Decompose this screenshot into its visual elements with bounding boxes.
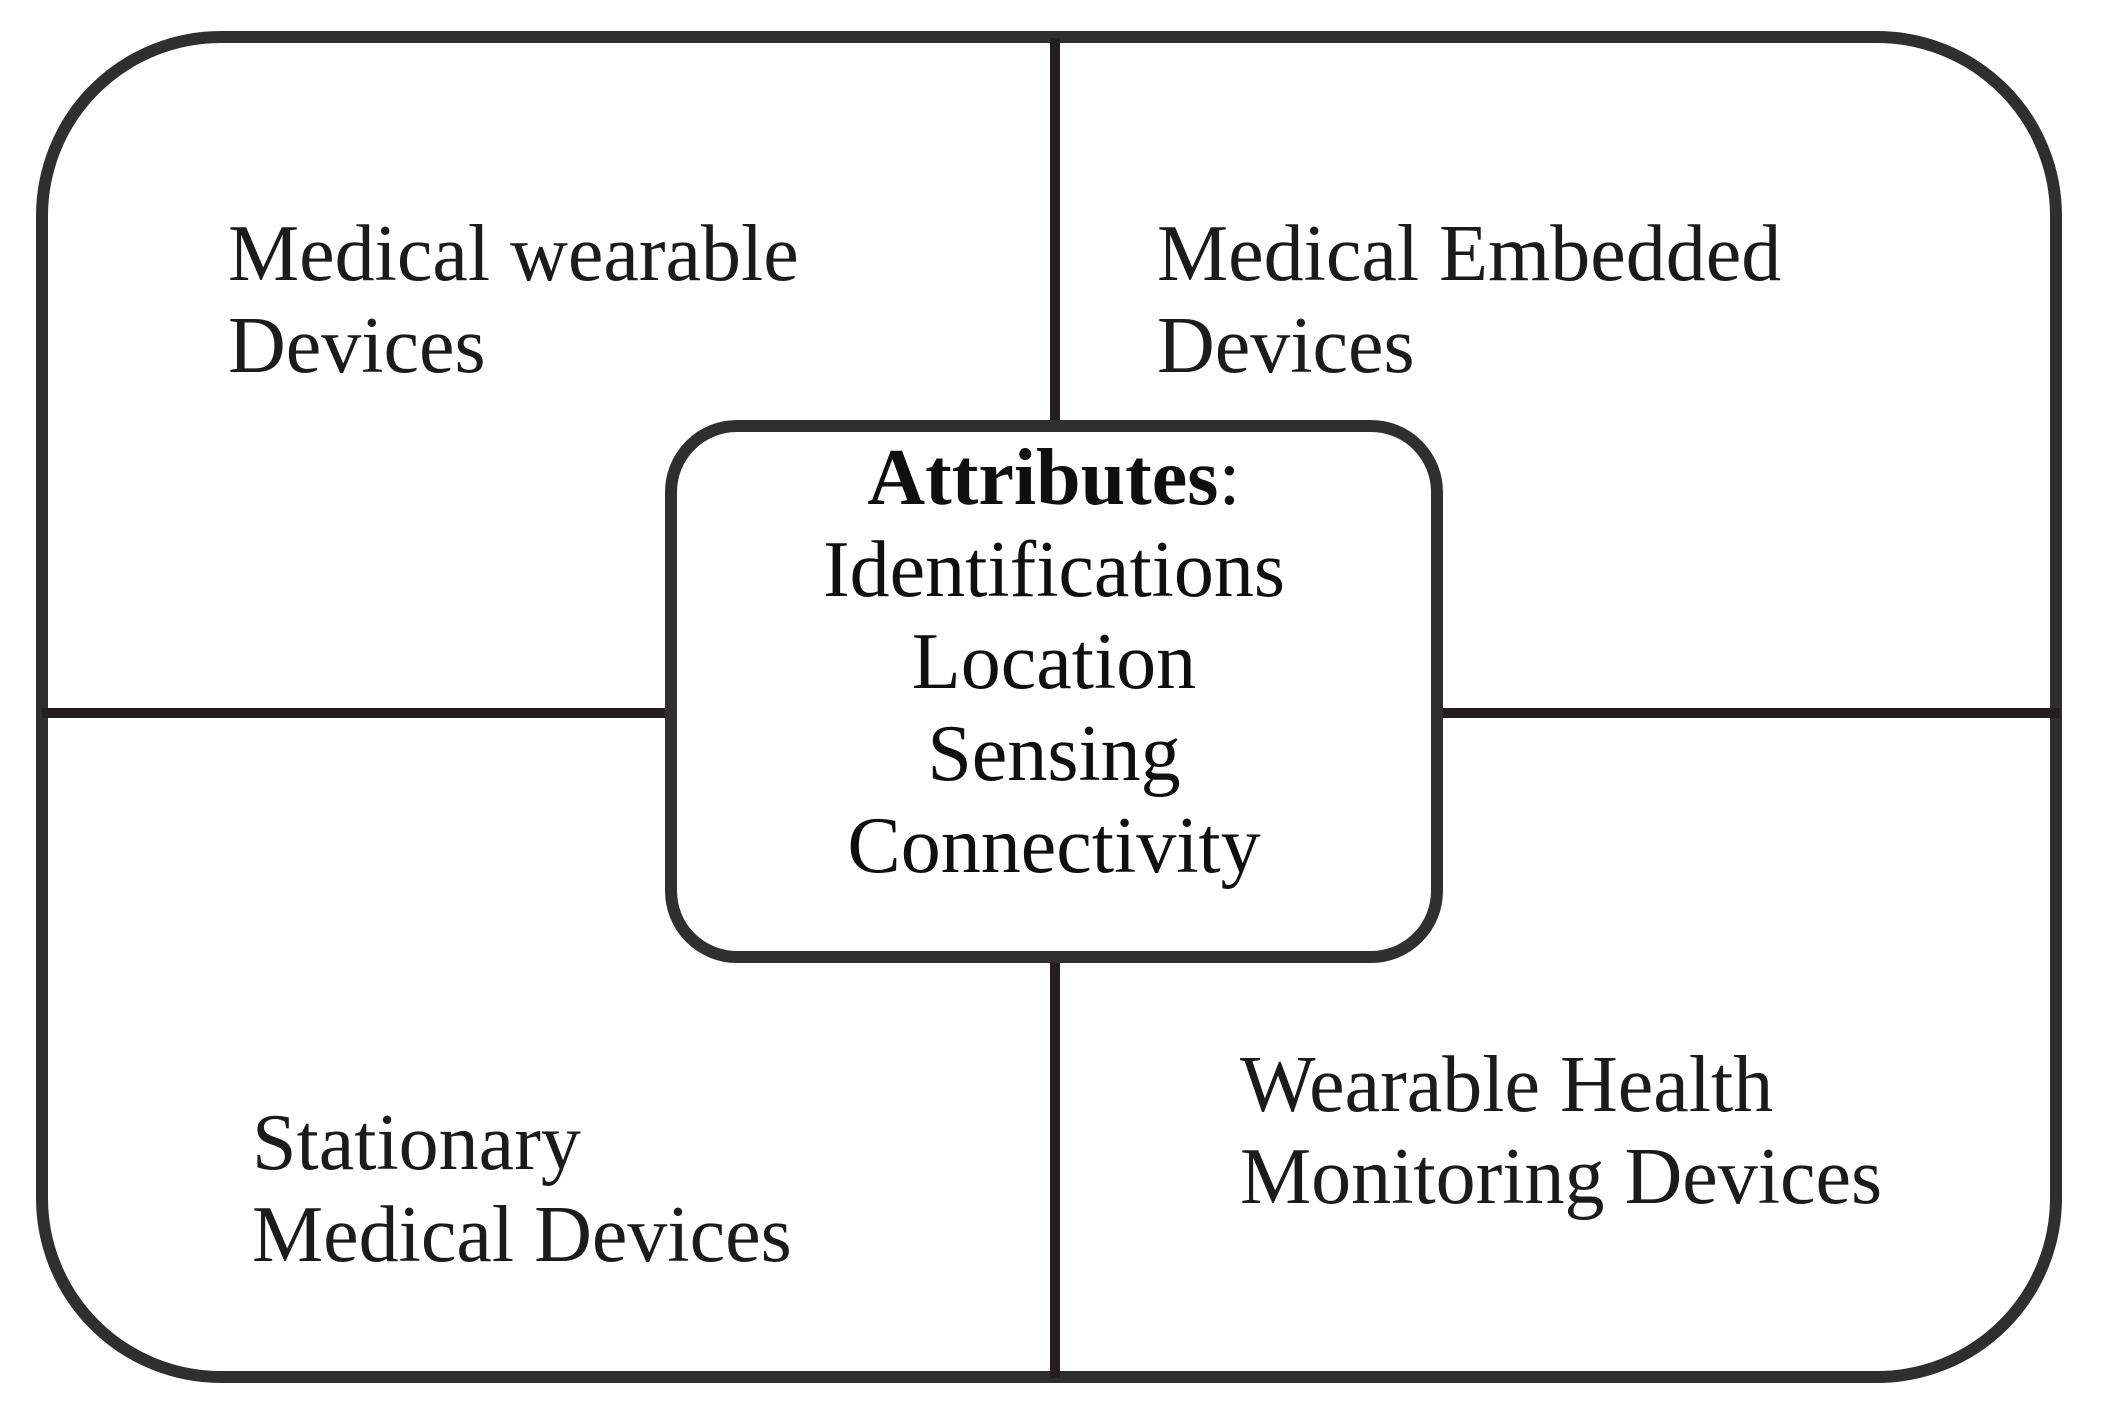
- attributes-colon: :: [1218, 434, 1241, 522]
- attribute-item-sensing: Sensing: [927, 710, 1181, 798]
- label-line: Wearable Health: [1240, 1041, 1774, 1129]
- quadrant-label-wearable-health-monitoring-devices: Wearable Health Monitoring Devices: [1240, 1039, 1882, 1223]
- attribute-item-location: Location: [911, 618, 1197, 706]
- label-line: Medical Embedded: [1157, 210, 1782, 298]
- attributes-title: Attributes: [867, 434, 1219, 522]
- label-line: Stationary: [252, 1099, 581, 1187]
- quadrant-label-stationary-medical-devices: Stationary Medical Devices: [252, 1097, 792, 1281]
- label-line: Medical wearable: [228, 210, 799, 298]
- label-line: Devices: [1157, 302, 1415, 390]
- attributes-text-block: Attributes: Identifications Location Sen…: [665, 432, 1443, 892]
- label-line: Monitoring Devices: [1240, 1133, 1883, 1221]
- attributes-heading: Attributes:: [665, 432, 1443, 524]
- quadrant-label-medical-wearable-devices: Medical wearable Devices: [228, 208, 799, 392]
- label-line: Devices: [228, 302, 486, 390]
- attributes-center-box: [665, 420, 1443, 963]
- quadrant-label-medical-embedded-devices: Medical Embedded Devices: [1157, 208, 1781, 392]
- attribute-item-connectivity: Connectivity: [847, 802, 1261, 890]
- attribute-item-identifications: Identifications: [822, 526, 1286, 614]
- label-line: Medical Devices: [252, 1191, 792, 1279]
